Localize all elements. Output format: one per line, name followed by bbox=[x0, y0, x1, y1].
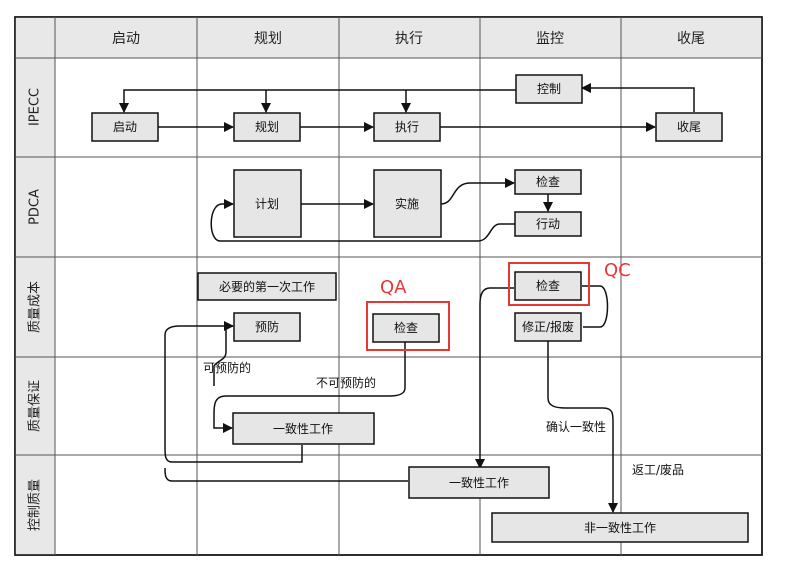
qc-check-to-fix-loop bbox=[582, 285, 609, 328]
column-header-plan: 规划 bbox=[254, 31, 282, 47]
nonconform-work-label: 非一致性工作 bbox=[584, 521, 656, 535]
column-header-close: 收尾 bbox=[677, 31, 705, 47]
diagram-frame bbox=[14, 16, 763, 556]
pdca-do-label: 实施 bbox=[395, 196, 419, 211]
pdca-plan-label: 计划 bbox=[255, 197, 279, 211]
note-preventable: 可预防的 bbox=[203, 360, 251, 375]
pdca-plan-box: 计划 bbox=[233, 169, 302, 238]
close-label: 收尾 bbox=[677, 120, 701, 134]
pdca-check-label: 检查 bbox=[536, 174, 560, 189]
prevent-label: 预防 bbox=[255, 319, 279, 334]
start-box: 启动 bbox=[91, 112, 159, 142]
act-to-plan-loop bbox=[210, 199, 515, 242]
row-header-quality-assurance: 质量保证 bbox=[28, 380, 43, 432]
prevent-preventable-line bbox=[213, 325, 233, 386]
row-header-ipecc: IPECC bbox=[28, 88, 43, 126]
plan-label: 规划 bbox=[255, 119, 279, 134]
row-header-pdca: PDCA bbox=[28, 189, 43, 225]
quality-assurance-row: 一致性工作 bbox=[232, 412, 375, 445]
fix-scrap-box: 修正/报废 bbox=[514, 312, 582, 342]
start-label: 启动 bbox=[113, 120, 137, 134]
column-header-start: 启动 bbox=[112, 31, 140, 47]
control-label: 控制 bbox=[537, 82, 561, 96]
conform-work-qc-link bbox=[164, 467, 408, 482]
qc-check-box: 检查 bbox=[514, 271, 582, 301]
necessary-first-work-box: 必要的第一次工作 bbox=[197, 272, 337, 301]
diagram-frame-outline bbox=[14, 16, 763, 556]
column-header-band bbox=[15, 17, 762, 58]
note-unpreventable: 不可预防的 bbox=[316, 375, 376, 390]
note-confirm-conformance: 确认一致性 bbox=[546, 420, 606, 434]
note-rework-scrap: 返工/废品 bbox=[632, 462, 684, 477]
qa-unpreventable-line bbox=[213, 342, 406, 433]
qc-to-conform-work-line bbox=[475, 287, 514, 469]
nonconform-work-box: 非一致性工作 bbox=[491, 512, 749, 543]
execute-label: 执行 bbox=[395, 120, 419, 134]
row-header-quality-cost: 质量成本 bbox=[28, 281, 43, 333]
execute-box: 执行 bbox=[373, 112, 441, 142]
qc-conform-work-box: 一致性工作 bbox=[408, 466, 550, 499]
qa-conform-work-label: 一致性工作 bbox=[273, 422, 333, 436]
qc-marker: QC bbox=[508, 260, 631, 306]
control-to-start-arrow bbox=[119, 89, 516, 113]
connectors bbox=[119, 83, 695, 513]
fix-scrap-label: 修正/报废 bbox=[522, 319, 574, 334]
column-header-execute: 执行 bbox=[395, 31, 423, 47]
ipecc-row: 控制 启动 规划 执行 收尾 bbox=[91, 74, 723, 142]
control-box: 控制 bbox=[515, 74, 583, 104]
pdca-row: 计划 实施 检查 行动 bbox=[233, 169, 582, 238]
fix-to-nonconform-line bbox=[547, 340, 618, 513]
qc-conform-work-label: 一致性工作 bbox=[449, 476, 509, 490]
pdca-act-label: 行动 bbox=[536, 217, 560, 231]
qa-check-label: 检查 bbox=[394, 320, 418, 335]
pdca-do-box: 实施 bbox=[373, 169, 442, 238]
qa-marker-label: QA bbox=[380, 277, 407, 298]
prevent-box: 预防 bbox=[233, 312, 301, 342]
necessary-first-work-label: 必要的第一次工作 bbox=[219, 279, 315, 294]
pdca-act-box: 行动 bbox=[514, 211, 582, 237]
column-header-monitor: 监控 bbox=[536, 31, 564, 47]
quality-cost-row: 必要的第一次工作 预防 检查 检查 修正/报废 bbox=[197, 271, 582, 343]
qa-conform-work-box: 一致性工作 bbox=[232, 412, 375, 445]
plan-box: 规划 bbox=[233, 112, 301, 142]
quality-control-row: 一致性工作 非一致性工作 bbox=[408, 466, 749, 543]
qc-check-label: 检查 bbox=[536, 278, 560, 293]
qa-marker: QA bbox=[366, 277, 450, 351]
qc-marker-label: QC bbox=[604, 260, 631, 281]
row-header-band bbox=[15, 17, 55, 555]
do-to-check-arrow bbox=[440, 178, 515, 205]
close-to-control-arrow bbox=[581, 83, 695, 112]
qa-check-box: 检查 bbox=[372, 313, 440, 343]
pdca-check-box: 检查 bbox=[514, 169, 582, 195]
close-box: 收尾 bbox=[655, 112, 723, 142]
grid-lines bbox=[15, 17, 762, 555]
row-header-quality-control: 控制质量 bbox=[28, 479, 43, 531]
conform-work-feedback-loop bbox=[164, 321, 303, 463]
